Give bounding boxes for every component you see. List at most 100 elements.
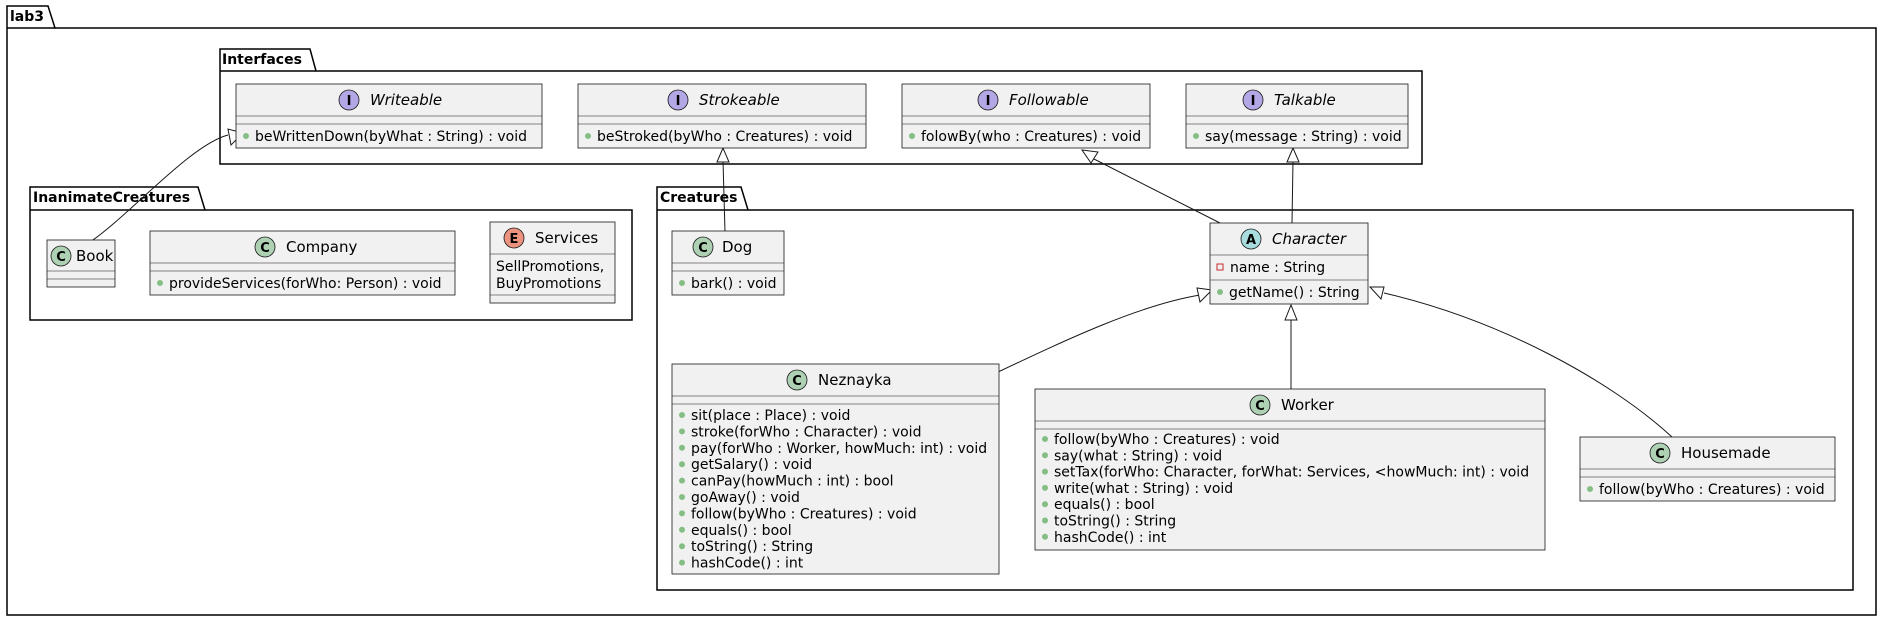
neznayka-method: stroke(forWho : Character) : void bbox=[691, 424, 921, 440]
character-method: getName() : String bbox=[1229, 285, 1360, 301]
housemade-character-edge bbox=[1383, 292, 1673, 438]
package-lab3: lab3 bbox=[6, 5, 1877, 616]
strokeable-arrowhead bbox=[716, 146, 730, 163]
book-writeable-edge bbox=[89, 134, 229, 243]
talkable-interface: I Talkable say(message : String) : void bbox=[1185, 83, 1409, 149]
svg-text:C: C bbox=[1255, 399, 1265, 414]
public-method-icon bbox=[679, 526, 685, 533]
public-method-icon bbox=[679, 559, 685, 566]
public-method-icon bbox=[679, 444, 685, 451]
neznayka-method: canPay(howMuch : int) : bool bbox=[691, 474, 894, 490]
housemade-method: follow(byWho : Creatures) : void bbox=[1599, 482, 1825, 498]
public-method-icon bbox=[1042, 533, 1048, 540]
services-enum: E Services SellPromotions, BuyPromotions bbox=[489, 221, 616, 304]
services-value: SellPromotions, bbox=[496, 259, 604, 275]
neznayka-method: getSalary() : void bbox=[691, 457, 812, 473]
svg-text:C: C bbox=[56, 250, 66, 265]
class-badge-icon bbox=[1649, 442, 1671, 464]
package-inanimate-label: InanimateCreatures bbox=[33, 190, 190, 206]
neznayka-method: pay(forWho : Worker, howMuch: int) : voi… bbox=[691, 441, 987, 457]
svg-text:I: I bbox=[676, 94, 681, 109]
public-method-icon bbox=[1193, 133, 1199, 139]
package-lab3-label: lab3 bbox=[10, 9, 44, 25]
enum-badge-icon bbox=[503, 227, 525, 249]
worker-method: setTax(forWho: Character, forWhat: Servi… bbox=[1054, 465, 1529, 481]
strokeable-method: beStroked(byWho : Creatures) : void bbox=[597, 129, 852, 145]
class-badge-icon bbox=[254, 236, 276, 258]
character-talkable-edge bbox=[1291, 159, 1294, 224]
book-class: C Book bbox=[46, 239, 116, 288]
svg-text:I: I bbox=[986, 94, 991, 109]
writeable-name: Writeable bbox=[370, 91, 442, 109]
dog-strokeable-edge bbox=[722, 160, 726, 233]
worker-method: write(what : String) : void bbox=[1054, 481, 1233, 497]
followable-method: folowBy(who : Creatures) : void bbox=[921, 129, 1141, 145]
class-badge-icon bbox=[692, 236, 714, 258]
character-arrowhead-worker bbox=[1284, 303, 1298, 321]
talkable-method: say(message : String) : void bbox=[1205, 129, 1402, 145]
svg-text:I: I bbox=[1251, 94, 1256, 109]
public-method-icon bbox=[243, 133, 249, 139]
services-name: Services bbox=[535, 229, 598, 247]
followable-name: Followable bbox=[1009, 91, 1089, 109]
interface-badge-icon bbox=[667, 89, 689, 111]
talkable-arrowhead bbox=[1286, 146, 1300, 163]
worker-name: Worker bbox=[1281, 396, 1335, 414]
talkable-name: Talkable bbox=[1274, 91, 1336, 109]
svg-text:C: C bbox=[1655, 447, 1665, 462]
character-name: Character bbox=[1272, 230, 1347, 248]
worker-method: hashCode() : int bbox=[1054, 530, 1167, 546]
svg-text:A: A bbox=[1246, 233, 1256, 248]
book-name: Book bbox=[76, 247, 114, 265]
neznayka-character-edge bbox=[997, 294, 1201, 373]
package-inanimate-creatures: InanimateCreatures bbox=[29, 186, 633, 321]
worker-method: equals() : bool bbox=[1054, 497, 1155, 513]
package-creatures-label: Creatures bbox=[660, 190, 738, 206]
public-method-icon bbox=[679, 428, 685, 435]
worker-class: C Worker follow(byWho : Creatures) : voi… bbox=[1034, 388, 1546, 551]
housemade-class: C Housemade follow(byWho : Creatures) : … bbox=[1579, 436, 1836, 502]
character-field: name : String bbox=[1230, 260, 1325, 276]
worker-method: follow(byWho : Creatures) : void bbox=[1054, 432, 1280, 448]
dog-name: Dog bbox=[722, 238, 752, 256]
neznayka-method: sit(place : Place) : void bbox=[691, 408, 850, 424]
class-badge-icon bbox=[786, 369, 808, 391]
company-name: Company bbox=[286, 238, 357, 256]
character-arrowhead-housemade bbox=[1368, 286, 1385, 301]
private-field-icon bbox=[1216, 263, 1224, 271]
public-method-icon bbox=[1587, 486, 1593, 492]
public-method-icon bbox=[679, 543, 685, 550]
neznayka-name: Neznayka bbox=[818, 371, 892, 389]
interface-badge-icon bbox=[338, 89, 360, 111]
public-method-icon bbox=[679, 412, 685, 418]
character-followable-edge bbox=[1091, 157, 1221, 224]
strokeable-interface: I Strokeable beStroked(byWho : Creatures… bbox=[577, 83, 867, 149]
services-value: BuyPromotions bbox=[496, 276, 601, 292]
writeable-interface: I Writeable beWrittenDown(byWhat : Strin… bbox=[235, 83, 543, 149]
followable-interface: I Followable folowBy(who : Creatures) : … bbox=[901, 83, 1151, 149]
public-method-icon bbox=[1042, 468, 1048, 475]
class-badge-icon bbox=[1249, 394, 1271, 416]
public-method-icon bbox=[679, 494, 685, 500]
public-method-icon bbox=[679, 510, 685, 517]
svg-text:C: C bbox=[698, 241, 708, 256]
public-method-icon bbox=[679, 461, 685, 468]
interface-badge-icon bbox=[977, 89, 999, 111]
followable-arrowhead bbox=[1080, 149, 1099, 164]
package-interfaces-label: Interfaces bbox=[222, 52, 302, 68]
neznayka-method: toString() : String bbox=[691, 539, 813, 555]
svg-text:I: I bbox=[347, 94, 352, 109]
public-method-icon bbox=[157, 280, 163, 286]
package-interfaces: Interfaces bbox=[219, 48, 1423, 165]
class-badge-icon bbox=[50, 245, 72, 267]
svg-text:C: C bbox=[260, 241, 270, 256]
character-abstract-class: A Character name : String getName() : St… bbox=[1209, 222, 1369, 305]
svg-text:C: C bbox=[792, 374, 802, 389]
company-method: provideServices(forWho: Person) : void bbox=[169, 276, 442, 292]
public-method-icon bbox=[1217, 289, 1223, 295]
company-class: C Company provideServices(forWho: Person… bbox=[149, 230, 456, 296]
worker-method: toString() : String bbox=[1054, 514, 1176, 530]
abstract-badge-icon bbox=[1240, 228, 1262, 250]
dog-method: bark() : void bbox=[691, 276, 777, 292]
